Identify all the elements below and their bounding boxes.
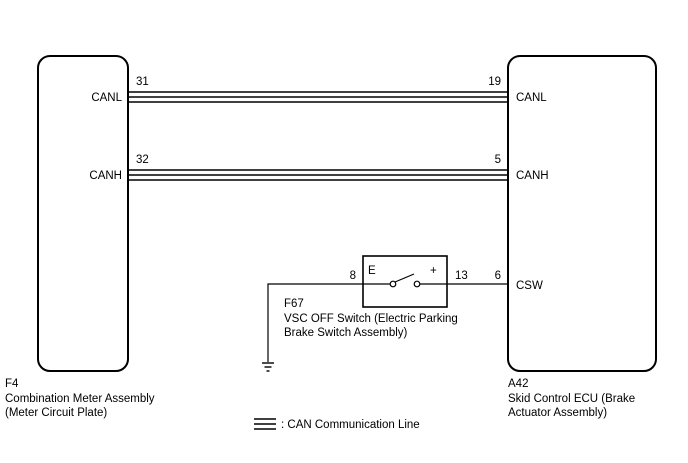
switch-pin-e-number: 8 (350, 270, 356, 282)
right-canh-label: CANH (516, 170, 549, 182)
right-component-name-line1: Skid Control ECU (Brake (508, 393, 635, 405)
left-component-code: F4 (5, 378, 19, 390)
triple-line-icon (254, 418, 276, 430)
skid-control-ecu-box (507, 55, 657, 372)
switch-code: F67 (284, 298, 304, 310)
switch-terminal-plus: + (430, 265, 437, 277)
canh-bus-line (128, 169, 508, 181)
right-canl-label: CANL (516, 92, 547, 104)
left-canl-pin-number: 31 (136, 76, 149, 88)
switch-pin-plus-number: 13 (455, 270, 468, 282)
switch-name-line1: VSC OFF Switch (Electric Parking (284, 313, 458, 325)
left-canl-label: CANL (91, 92, 122, 104)
left-canh-pin-number: 32 (136, 154, 149, 166)
right-csw-pin-number: 6 (495, 270, 501, 282)
right-canl-pin-number: 19 (488, 76, 501, 88)
left-canh-label: CANH (89, 170, 122, 182)
switch-name-line2: Brake Switch Assembly) (284, 327, 408, 339)
canl-bus-line (128, 91, 508, 103)
combination-meter-box (37, 55, 129, 372)
right-component-code: A42 (508, 378, 528, 390)
right-component-name-line2: Actuator Assembly) (508, 407, 607, 419)
left-component-name-line2: (Meter Circuit Plate) (5, 407, 107, 419)
left-component-name-line1: Combination Meter Assembly (5, 393, 155, 405)
ground-symbol-icon (262, 362, 274, 372)
switch-contact-icon (363, 273, 447, 288)
switch-terminal-e: E (368, 265, 376, 277)
right-csw-label: CSW (516, 280, 543, 292)
right-canh-pin-number: 5 (495, 154, 501, 166)
legend-text: : CAN Communication Line (281, 419, 420, 431)
csw-wire (267, 283, 508, 362)
vsc-off-switch-box (362, 255, 448, 308)
